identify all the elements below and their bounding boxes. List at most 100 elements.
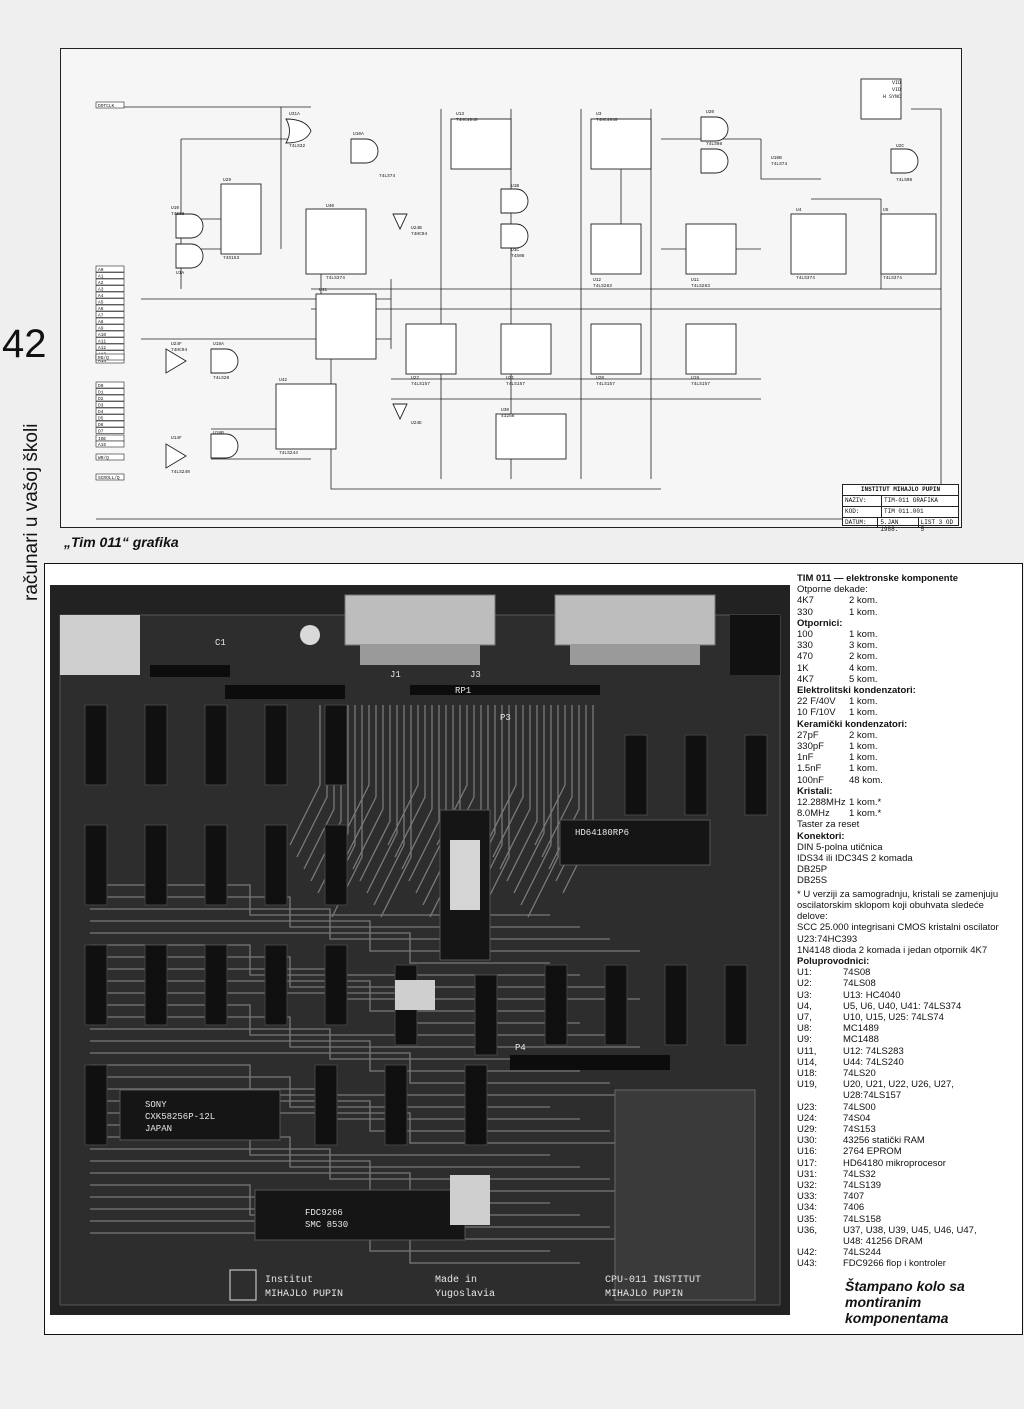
title-block-naziv: TIM-011 GRAFIKA — [884, 497, 939, 504]
signal-label: D3 — [98, 403, 104, 409]
chip-label: U14F — [171, 435, 182, 441]
pcb-caption-line: Štampano kolo sa — [845, 1278, 965, 1294]
signal-box — [95, 394, 125, 402]
board-label: HD64180RP6 — [575, 828, 629, 838]
chip-label: U29 — [223, 177, 231, 183]
signal-box — [95, 420, 125, 428]
chip-label: 74LS74 — [379, 173, 396, 179]
chip-label: U1C — [511, 247, 519, 253]
board-label: J3 — [470, 670, 481, 680]
schematic-diagram: DOTCLKA0A1A2A3A4A5A6A7A8A9A10A11A12A13A1… — [60, 48, 962, 528]
semiconductor-row: U11, U12: 74LS283 — [797, 1046, 1013, 1057]
signal-label: A10 — [98, 332, 106, 338]
signal-label: A7 — [98, 313, 104, 319]
dip-chip — [684, 734, 708, 816]
signal-box — [95, 311, 125, 318]
signal-label: D5 — [98, 416, 104, 422]
pcb-trace — [90, 896, 580, 928]
signal-label: D2 — [98, 396, 104, 402]
pcb-trace — [520, 705, 552, 906]
chip-label: 74LS157 — [411, 381, 430, 387]
semiconductor-row: U48: 41256 DRAM — [797, 1236, 1013, 1247]
chip-label: 74S153 — [223, 255, 240, 261]
part-quantity: 2 kom. — [849, 595, 878, 607]
part-type: 74S153 — [843, 1123, 876, 1135]
semiconductors-heading: Poluprovodnici: — [797, 955, 870, 967]
signal-box — [95, 414, 125, 421]
signal-label: A11 — [98, 339, 106, 345]
chip-label: U20 — [706, 109, 714, 115]
board-label: SONY — [145, 1100, 167, 1110]
chip-label: 74HC04 — [411, 231, 428, 237]
pcb-caption-line: komponentama — [845, 1310, 949, 1326]
ref-designator: U9: — [797, 1034, 812, 1046]
part-type: 74LS32 — [843, 1168, 876, 1180]
pcb-trace — [90, 920, 640, 952]
board-label: CXK58256P-12L — [145, 1112, 215, 1122]
part-quantity: 4 kom. — [849, 662, 878, 674]
part-type: U5, U6, U40, U41: 74LS374 — [843, 1000, 962, 1012]
ref-designator: U3: — [797, 989, 812, 1001]
part-type: U48: 41256 DRAM — [843, 1235, 923, 1247]
note-item: 1N4148 dioda 2 komada i jedan otpornik 4… — [797, 944, 988, 956]
pcb-trace — [90, 1232, 580, 1264]
part-value: 100nF — [797, 774, 824, 786]
part-value: 1nF — [797, 752, 814, 764]
part-type: U12: 74LS283 — [843, 1045, 904, 1057]
signal-label: A1 — [98, 274, 104, 280]
chip-label: U13 — [456, 111, 464, 117]
pcb-trace — [499, 705, 531, 870]
chip-label: U21 — [506, 375, 514, 381]
semiconductor-row: U16:2764 EPROM — [797, 1146, 1013, 1157]
pcb-trace — [485, 705, 517, 846]
chip-label: 74LS374 — [883, 275, 902, 281]
ref-designator: U2: — [797, 978, 812, 990]
ref-designator — [797, 1236, 843, 1247]
parts-section-heading: Kristali: — [797, 785, 833, 797]
part-type: U20, U21, U22, U26, U27, U28:74LS157 — [843, 1079, 954, 1102]
parts-section-heading: Elektrolitski kondenzatori: — [797, 685, 916, 697]
pcb-trace — [394, 705, 426, 858]
signal-label: RD/Q — [98, 355, 109, 361]
semiconductor-row: U19,U20, U21, U22, U26, U27, U28:74LS157 — [797, 1079, 1013, 1101]
chip-label: 74LS374 — [796, 275, 815, 281]
ref-designator: U31: — [797, 1168, 818, 1180]
dip-chip — [544, 964, 568, 1046]
signal-label: A9 — [98, 326, 104, 332]
semiconductor-row: U29:74S153 — [797, 1124, 1013, 1135]
chip-label: U22 — [411, 375, 419, 381]
semiconductor-row: U33:7407 — [797, 1191, 1013, 1202]
part-value: 10 F/10V — [797, 707, 836, 719]
signal-box — [95, 337, 125, 344]
signal-box — [95, 324, 125, 331]
dip-chip — [264, 824, 288, 906]
pcb-trace — [90, 1028, 550, 1060]
signal-box — [95, 278, 125, 286]
pcb-trace — [387, 705, 419, 846]
signal-label: A15 — [98, 442, 106, 448]
semiconductor-row: U1:74S08 — [797, 967, 1013, 978]
ref-designator: U11, — [797, 1045, 817, 1057]
dip-chip — [264, 704, 288, 786]
pcb-trace — [534, 705, 566, 846]
chip-label: U10A — [353, 131, 364, 137]
board-label: C1 — [215, 638, 226, 648]
signal-box — [95, 440, 125, 448]
signal-box — [95, 285, 125, 292]
parts-section-heading: Otpornici: — [797, 617, 843, 629]
dip-chip — [144, 944, 168, 1026]
pcb-caption-line: montiranim — [845, 1294, 922, 1310]
part-quantity: 1 kom. — [849, 606, 878, 618]
signal-label: H SYNC — [883, 94, 901, 100]
semiconductor-row: U2:74LS08 — [797, 978, 1013, 989]
signal-box — [95, 272, 125, 279]
ref-designator: U16: — [797, 1146, 818, 1158]
part-type: 74LS139 — [843, 1179, 882, 1191]
